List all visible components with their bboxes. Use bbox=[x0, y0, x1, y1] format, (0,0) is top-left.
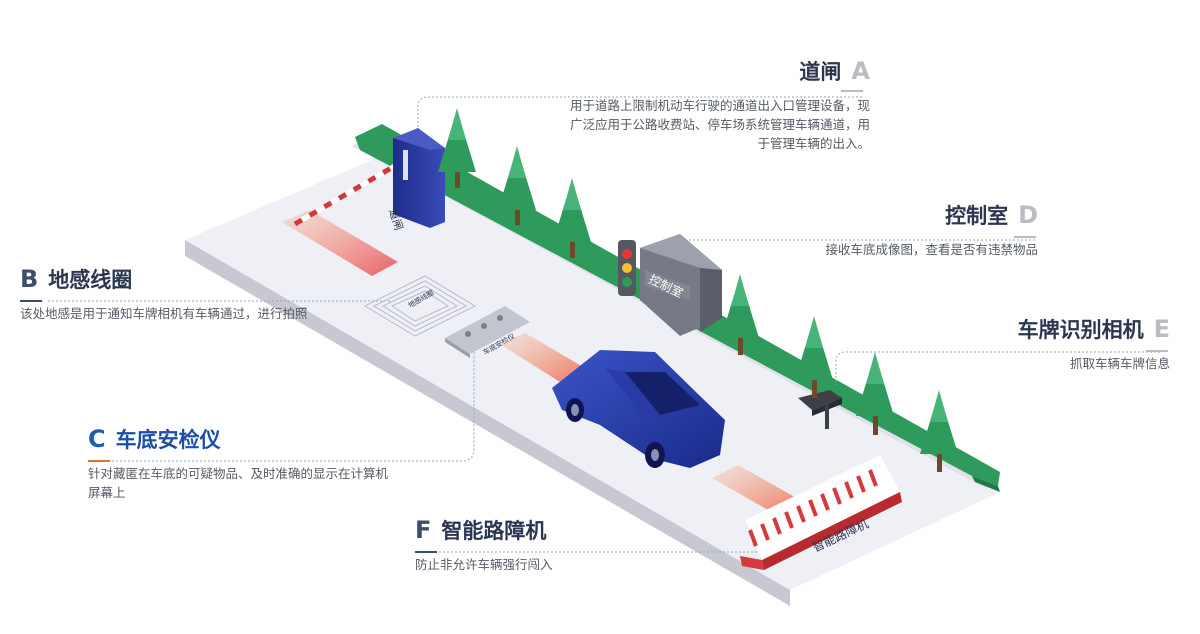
trees bbox=[438, 108, 958, 472]
camera-underline bbox=[1146, 350, 1168, 352]
loop-description: 该处地感是用于通知车牌相机有车辆通过，进行拍照 bbox=[20, 306, 308, 321]
tree bbox=[438, 108, 476, 188]
barrier-underline bbox=[415, 551, 437, 553]
scanner-title: 车底安检仪 bbox=[115, 428, 221, 452]
camera-title: 车牌识别相机 bbox=[1017, 318, 1144, 342]
tree bbox=[721, 274, 759, 355]
barrier-description: 防止非允许车辆强行闯入 bbox=[415, 557, 553, 572]
control-room bbox=[618, 234, 722, 336]
camera-letter: E bbox=[1153, 315, 1170, 343]
callout-barrier: F 智能路障机 防止非允许车辆强行闯入 bbox=[415, 515, 715, 574]
gate-cabinet bbox=[393, 128, 445, 228]
scanner-plate bbox=[445, 306, 530, 358]
tree bbox=[856, 352, 894, 435]
scanner-description: 针对藏匿在车底的可疑物品、及时准确的显示在计算机屏幕上 bbox=[88, 466, 389, 500]
barrier-letter: F bbox=[415, 516, 432, 544]
loop-letter: B bbox=[20, 265, 39, 293]
car bbox=[552, 350, 725, 468]
barrier-title: 智能路障机 bbox=[441, 519, 547, 543]
exit-pad bbox=[712, 465, 800, 514]
connector-lines bbox=[48, 96, 1160, 553]
callout-gate: 道闸 A 用于道路上限制机动车行驶的通道出入口管理设备，现广泛应用于公路收费站、… bbox=[560, 56, 870, 153]
control-room-underline bbox=[1014, 236, 1036, 238]
gate-letter: A bbox=[851, 57, 870, 85]
tree bbox=[498, 146, 536, 225]
scanner-letter: C bbox=[88, 425, 106, 453]
callout-loop: B 地感线圈 该处地感是用于通知车牌相机有车辆通过，进行拍照 bbox=[20, 264, 320, 323]
road-edge bbox=[185, 240, 790, 606]
scanner-underline bbox=[88, 460, 110, 462]
loop-coil bbox=[363, 275, 477, 337]
road-barrier bbox=[740, 455, 902, 570]
loop-title: 地感线圈 bbox=[48, 268, 133, 292]
callout-camera: 车牌识别相机 E 抓取车辆车牌信息 bbox=[940, 314, 1170, 373]
gate-description: 用于道路上限制机动车行驶的通道出入口管理设备，现广泛应用于公路收费站、停车场系统… bbox=[569, 98, 870, 151]
scanner-pad bbox=[500, 333, 585, 382]
gate-underline bbox=[841, 90, 863, 92]
gate-boom bbox=[293, 157, 407, 227]
callout-scanner: C 车底安检仪 针对藏匿在车底的可疑物品、及时准确的显示在计算机屏幕上 bbox=[88, 424, 388, 502]
tree bbox=[795, 316, 833, 398]
plate-camera bbox=[798, 390, 842, 429]
control-room-title: 控制室 bbox=[945, 204, 1009, 228]
callout-gate-title: 道闸 A bbox=[560, 56, 870, 86]
tree bbox=[920, 390, 958, 472]
control-room-letter: D bbox=[1018, 201, 1038, 229]
gate-pad bbox=[282, 210, 398, 276]
loop-underline bbox=[20, 300, 42, 302]
gate-vertical-label: 道闸 bbox=[386, 207, 406, 232]
camera-description: 抓取车辆车牌信息 bbox=[1069, 356, 1170, 371]
control-room-description: 接收车底成像图，查看是否有违禁物品 bbox=[825, 242, 1038, 257]
callout-control-room: 控制室 D 接收车底成像图，查看是否有违禁物品 bbox=[760, 200, 1038, 259]
tree bbox=[553, 178, 591, 258]
gate-title: 道闸 bbox=[799, 60, 842, 84]
